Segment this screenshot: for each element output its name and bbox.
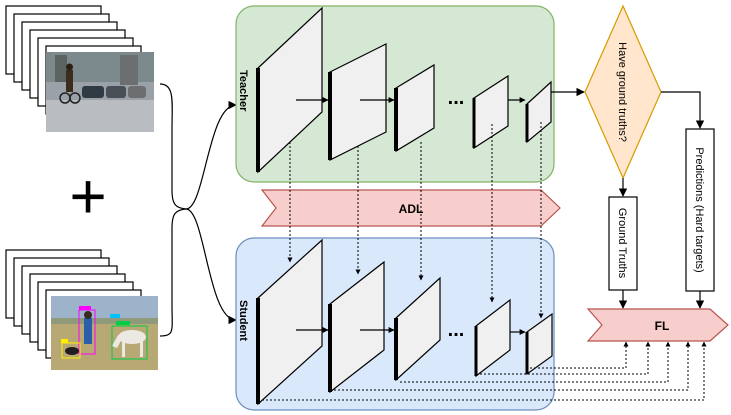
plus-sign: + (69, 160, 106, 232)
street-photo-icon (46, 52, 154, 132)
curly-brace (159, 83, 187, 337)
arrow-decision-to-predictions (661, 91, 705, 129)
student-ellipsis: ... (448, 319, 465, 341)
ground-truths-label: Ground Truths (616, 208, 628, 279)
student-arrows (296, 327, 526, 335)
decision-label: Have ground truths? (616, 42, 628, 142)
adl-label: ADL (399, 202, 424, 216)
teacher-student-dotted (287, 122, 544, 319)
fl-label: FL (655, 319, 670, 333)
image-stack-bottom (5, 249, 158, 370)
predictions-label: Predictions (Hard targets) (693, 147, 705, 272)
student-to-fl-dotted (262, 341, 707, 401)
student-label: Student (237, 300, 249, 341)
fl-arrow (586, 308, 729, 342)
dogs-horse-photo-icon (51, 296, 158, 370)
teacher-ellipsis: ... (448, 87, 465, 109)
arrow-to-teacher (185, 100, 237, 210)
image-stack-top (5, 5, 154, 132)
teacher-label: Teacher (237, 70, 249, 112)
teacher-layers (256, 6, 552, 174)
student-layers (256, 238, 553, 406)
arrow-to-student (185, 208, 237, 325)
